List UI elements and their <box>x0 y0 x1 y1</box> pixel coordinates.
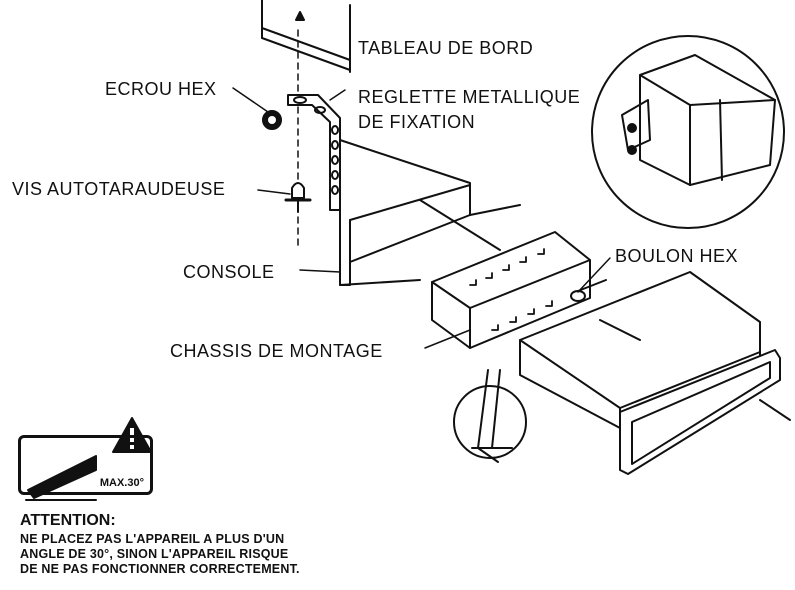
zoom-detail-release-tool <box>453 369 527 463</box>
mounting-sleeve-label: CHASSIS DE MONTAGE <box>170 341 383 361</box>
leader-lines <box>232 87 611 349</box>
dashboard-panel <box>261 0 351 73</box>
console-label: CONSOLE <box>183 262 275 282</box>
self-tapping-screw-icon <box>284 182 312 213</box>
metal-strap-label-line1: REGLETTE METALLIQUE <box>358 87 581 107</box>
hex-nut-icon <box>262 110 282 130</box>
metal-strap <box>287 94 341 211</box>
zoom-detail-bracket <box>591 35 785 229</box>
max-angle-label: MAX.30° <box>99 477 144 489</box>
dashboard-label: TABLEAU DE BORD <box>358 38 534 58</box>
metal-strap-label-line2: DE FIXATION <box>358 112 476 132</box>
attention-line-1: NE PLACEZ PAS L'APPAREIL A PLUS D'UN <box>20 532 285 546</box>
tilt-warning-badge: MAX.30° <box>18 435 153 495</box>
radio-unit <box>519 271 791 475</box>
attention-title: ATTENTION: <box>20 512 116 529</box>
attention-line-3: DE NE PAS FONCTIONNER CORRECTEMENT. <box>20 562 300 576</box>
mounting-sleeve <box>431 231 591 349</box>
hex-bolt-label: BOULON HEX <box>615 246 739 266</box>
hex-nut-label: ECROU HEX <box>105 79 217 99</box>
console-frame <box>339 139 521 286</box>
self-tapping-screw-label: VIS AUTOTARAUDEUSE <box>12 179 226 199</box>
attention-line-2: ANGLE DE 30°, SINON L'APPAREIL RISQUE <box>20 547 289 561</box>
